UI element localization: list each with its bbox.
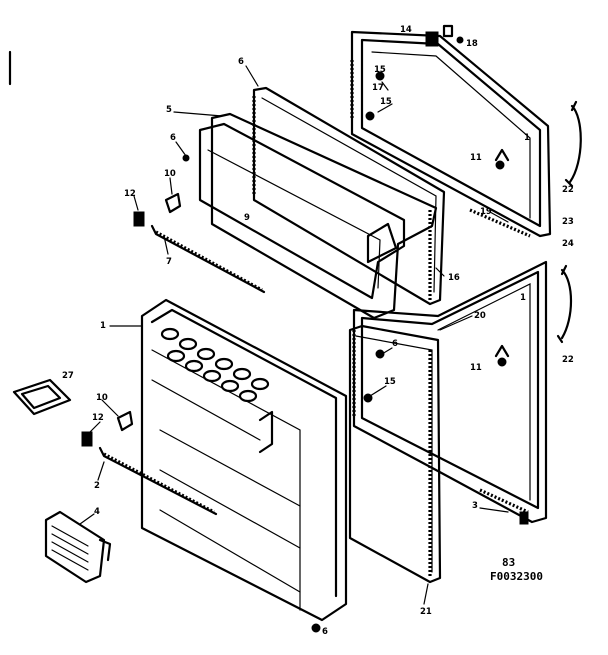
callout-12: 12 [124,189,136,199]
callout-15: 15 [374,65,386,75]
fresh-food-door-liner [348,324,442,584]
callout-1: 1 [100,321,106,331]
callout-15: 15 [380,97,392,107]
egg-tray [160,327,270,403]
callout-1: 1 [524,133,530,143]
callout-21: 21 [420,607,432,617]
callout-4: 4 [94,507,100,517]
middle-hardware [363,344,529,525]
callout-22: 22 [562,185,574,195]
callout-27: 27 [62,371,74,381]
callout-labels: 6 5 6 12 10 7 1 27 10 12 2 4 14 18 15 17… [62,25,574,637]
shelf-clips-upper [133,154,190,227]
fresh-food-door-handle [556,264,572,344]
callout-10: 10 [164,169,176,179]
callout-6: 6 [170,133,176,143]
shelf-clips-lower [81,410,134,447]
fresh-food-shelf-assembly [140,298,348,622]
callout-12: 12 [92,413,104,423]
callout-2: 2 [94,481,100,491]
callout-6: 6 [238,57,244,67]
freezer-shelf-rail [150,224,266,294]
callout-11: 11 [470,153,482,163]
callout-11: 11 [470,363,482,373]
drawing-code-line1: 83 [502,556,515,569]
callout-7: 7 [166,257,172,267]
callout-6: 6 [322,627,328,637]
callout-19: 19 [480,207,492,217]
callout-6: 6 [392,339,398,349]
small-tray [12,378,72,416]
callout-20: 20 [474,311,486,321]
callout-15: 15 [384,377,396,387]
callout-1: 1 [520,293,526,303]
callout-16: 16 [448,273,460,283]
lower-shelf-rail [98,446,218,516]
callout-22: 22 [562,355,574,365]
butter-compartment [44,510,112,584]
freezer-door-liner [252,86,446,306]
callout-9: 9 [244,213,250,223]
callout-10: 10 [96,393,108,403]
freezer-outer-door [350,30,552,238]
callout-5: 5 [166,105,172,115]
freezer-door-handle [564,100,582,188]
drawing-code-line2: F0032300 [490,570,543,583]
leader-lines [79,65,509,605]
callout-3: 3 [472,501,478,511]
callout-18: 18 [466,39,478,49]
callout-24: 24 [562,239,574,249]
fresh-food-outer-door [352,260,548,524]
bottom-screw [311,623,321,633]
callout-14: 14 [400,25,412,35]
freezer-shelf-frame [198,112,438,320]
callout-23: 23 [562,217,574,227]
upper-hinge [425,24,464,47]
callout-17: 17 [372,83,384,93]
door-stop [365,71,510,170]
